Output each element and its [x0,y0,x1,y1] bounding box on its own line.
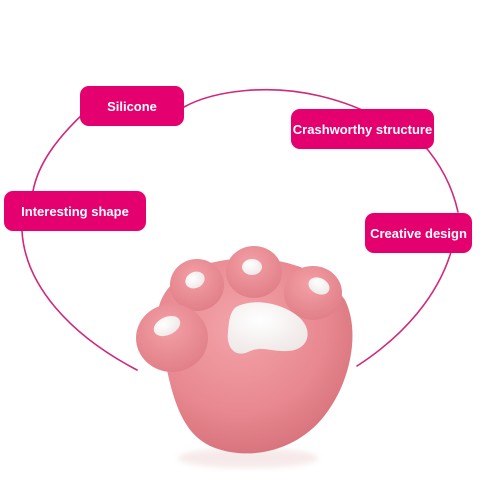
feature-label-crashworthy-structure: Crashworthy structure [291,109,434,149]
feature-label-creative-design: Creative design [365,213,472,253]
ring-arc-left-lower [21,230,138,371]
ring-arc-right-lower [356,251,452,367]
cat-paw-image [136,246,353,468]
feature-label-silicone: Silicone [80,86,184,126]
ring-arc-left-upper [32,111,86,192]
feature-label-interesting-shape: Interesting shape [4,191,146,231]
ring-arc-right-upper [421,142,459,213]
